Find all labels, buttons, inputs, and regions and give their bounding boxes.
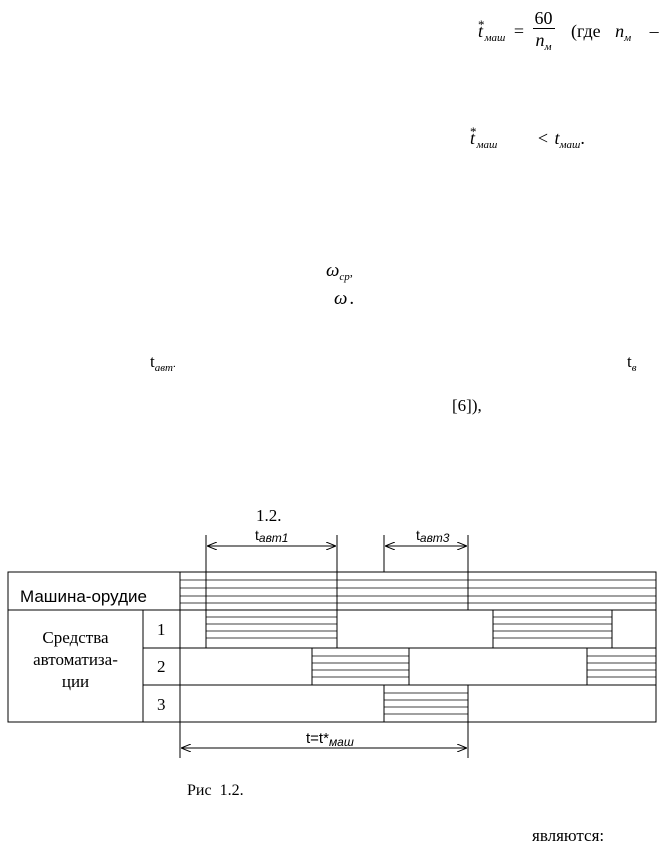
t-symbol: t: [478, 21, 484, 42]
less-than: <: [537, 128, 548, 148]
omega-symbol-2: ω: [334, 288, 348, 309]
row-machine-label: Машина-орудие: [20, 587, 147, 606]
t1-symbol: t: [470, 128, 476, 148]
label-cycle: t=t*маш: [306, 730, 354, 749]
dimension-tavt1: [205, 535, 338, 610]
t2-symbol: t: [554, 128, 560, 148]
figure-number-top: 1.2.: [256, 506, 282, 525]
row-number-3: 3: [157, 695, 166, 714]
t-v-sub: в: [631, 362, 637, 374]
table-frame: [7, 571, 657, 723]
fraction-60-over-n: 60 nм: [532, 8, 555, 58]
t1-sub: маш: [476, 139, 498, 151]
dash: –: [649, 21, 659, 42]
tavt1-sub: авт1: [258, 531, 289, 545]
t-avt-label: tавт.: [150, 352, 176, 374]
t1-star: *: [470, 124, 477, 139]
row-auto-line-2: автоматиза-: [33, 650, 118, 669]
figure-caption: Рис 1.2.: [187, 782, 244, 799]
t-v-symbol: t: [627, 352, 632, 371]
row3-hatching: [384, 692, 468, 715]
row2-hatching: [312, 655, 656, 678]
tavt3-sub: авт3: [419, 531, 450, 545]
inequality: t*маш < tмаш.: [470, 124, 585, 151]
dimension-tavt3: [383, 535, 469, 572]
row-auto-line-1: Средства: [42, 628, 109, 647]
cycle-text: t=t*: [306, 730, 329, 747]
n-var: n: [615, 21, 625, 42]
omega-period: .: [349, 288, 355, 309]
row-number-1: 1: [157, 620, 166, 639]
dimension-cycle: [179, 722, 469, 758]
row-number-2: 2: [157, 657, 166, 676]
t-avt-sub: авт: [154, 362, 173, 374]
tavt1-symbol: t: [255, 527, 259, 543]
formula-top: t*маш = 60 nм (где nм –: [478, 8, 659, 58]
inequality-period: .: [580, 128, 585, 148]
t-avt-symbol: t: [150, 352, 155, 371]
omega-line-2: ω.: [334, 288, 354, 310]
t2-sub: маш: [559, 139, 581, 151]
denominator-var: n: [535, 30, 545, 50]
cycle-sub: маш: [328, 735, 354, 749]
omega-comma: ,: [349, 265, 353, 279]
fraction-denominator: nм: [533, 29, 555, 58]
omega-symbol: ω: [326, 260, 340, 281]
label-tavt1: tавт1: [255, 527, 288, 545]
equals-sign: =: [513, 21, 524, 42]
row1-hatching: [206, 616, 612, 639]
fraction-numerator: 60: [532, 8, 555, 29]
row-auto-line-3: ции: [61, 672, 90, 691]
star-superscript: *: [478, 17, 485, 33]
t-subscript: маш: [484, 32, 506, 45]
tavt3-symbol: t: [416, 527, 420, 543]
label-tavt3: tавт3: [416, 527, 449, 545]
n-sub: м: [624, 32, 632, 45]
t-v-label: tв: [627, 352, 637, 374]
bottom-text: являются:: [532, 826, 605, 845]
row-auto-label: Средства автоматиза- ции: [8, 627, 143, 693]
t-avt-punct: .: [172, 358, 176, 370]
denominator-sub: м: [544, 41, 552, 53]
reference-text: [6]),: [452, 396, 482, 415]
omega-line-1: ωср,: [326, 260, 353, 283]
machine-hatching: [180, 579, 656, 604]
omega-sub: ср: [339, 271, 350, 283]
paren-where: (где: [571, 21, 601, 42]
